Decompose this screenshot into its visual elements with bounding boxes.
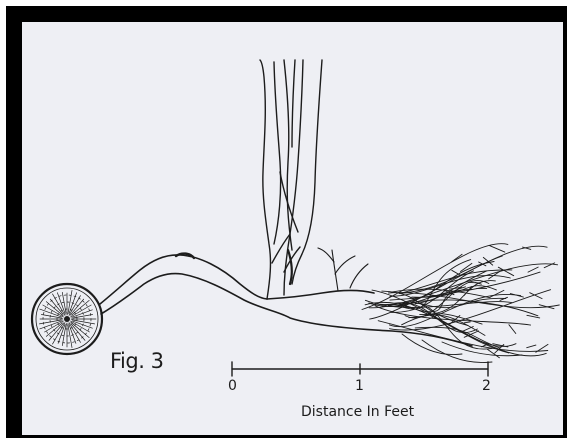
trunk-cross-section [32,284,102,354]
scale-tick-2: 2 [482,378,491,394]
fibrous-root-mass [362,244,559,363]
figure-label: Fig. 3 [110,349,163,373]
scale-tick-0: 0 [228,378,237,394]
upright-rootlets [318,248,368,291]
root-system-drawing [22,22,563,435]
scale-bar [232,362,488,376]
image-frame: Fig. 3 0 1 2 Distance In Feet [6,6,567,438]
scale-bar-title: Distance In Feet [301,404,414,420]
vertical-sinker-roots [260,60,322,299]
drawing-paper: Fig. 3 0 1 2 Distance In Feet [22,22,563,435]
scale-tick-1: 1 [355,378,364,394]
